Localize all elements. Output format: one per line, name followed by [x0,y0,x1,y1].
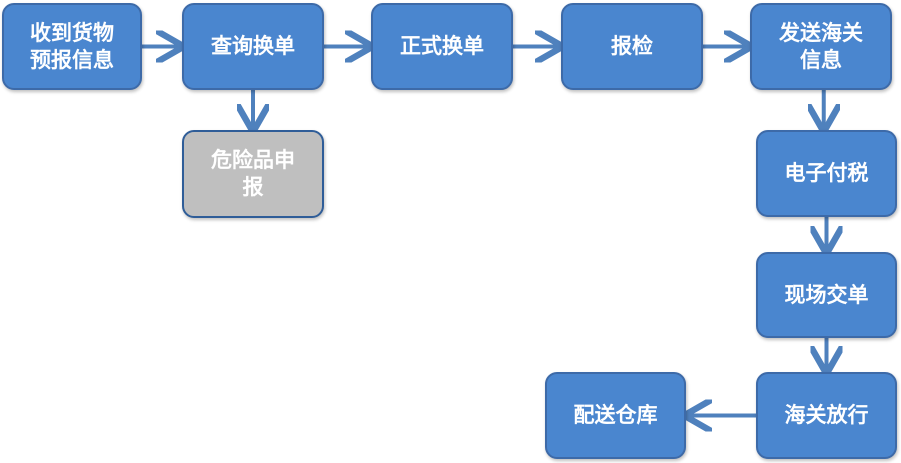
node-dangerous-goods: 危险品申 报 [182,130,324,218]
node-electronic-tax: 电子付税 [756,130,897,217]
node-query-exchange: 查询换单 [182,3,324,90]
node-onsite-submission: 现场交单 [756,252,897,338]
node-label: 查询换单 [211,34,295,58]
node-send-customs-info: 发送海关 信息 [750,3,892,90]
node-inspection: 报检 [561,3,703,90]
node-label: 现场交单 [784,282,869,307]
node-label: 危险品申 报 [211,148,295,199]
node-label: 报检 [611,34,653,58]
node-label: 配送仓库 [573,403,658,427]
node-label: 收到货物 预报信息 [30,20,114,72]
node-label: 发送海关 信息 [779,20,863,72]
node-label: 海关放行 [784,403,869,427]
node-label: 正式换单 [400,34,484,58]
node-warehouse-delivery: 配送仓库 [545,372,686,459]
node-formal-exchange: 正式换单 [371,3,513,90]
node-label: 电子付税 [784,161,869,185]
node-receive-forecast: 收到货物 预报信息 [2,3,142,90]
node-customs-release: 海关放行 [756,372,897,459]
